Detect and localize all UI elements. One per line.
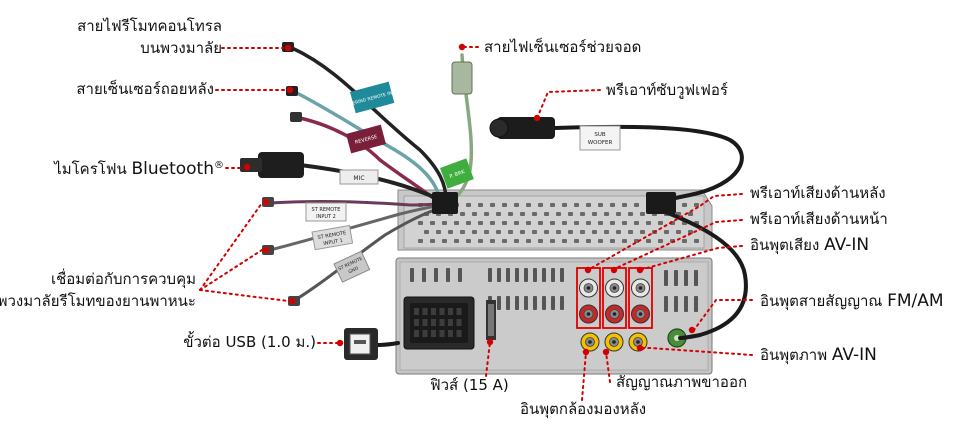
label-av-in-audio-en: AV-IN bbox=[824, 235, 870, 255]
rca-jack-icon bbox=[604, 332, 624, 352]
tag-sub-woofer-2: WOOFER bbox=[588, 140, 613, 146]
label-mic-prefix: ไมโครโฟน bbox=[54, 160, 132, 178]
label-steering-connect-2: พวงมาลัยรีโมทของยานพาหนะ bbox=[0, 292, 196, 310]
label-sub-preout: พรีเอาท์ซับวูฟเฟอร์ bbox=[606, 81, 728, 99]
label-reverse-sensor: สายเซ็นเซอร์ถอยหลัง bbox=[76, 80, 214, 98]
leader-endpoints bbox=[243, 43, 696, 356]
usb-connector-icon bbox=[344, 328, 378, 360]
label-usb: ขั้วต่อ USB (1.0 ม.) bbox=[183, 333, 316, 351]
label-mic-reg: ® bbox=[214, 160, 224, 171]
tag-reverse: REVERSE bbox=[354, 134, 378, 146]
tag-st-remote-1-b: INPUT 1 bbox=[323, 238, 343, 247]
tag-st-remote-2-b: INPUT 2 bbox=[316, 214, 336, 220]
label-av-in-video-prefix: อินพุตภาพ bbox=[760, 346, 832, 364]
label-fm-am: อินพุตสายสัญญาณ FM/AM bbox=[760, 292, 944, 310]
tag-st-remote-2-a: ST REMOTE bbox=[312, 207, 341, 213]
rca-jack-icon bbox=[631, 278, 650, 298]
rca-cluster bbox=[576, 267, 653, 352]
tag-mic: MIC bbox=[353, 175, 364, 182]
label-mic-brand: Bluetooth bbox=[131, 159, 214, 179]
rca-jack-icon bbox=[579, 278, 598, 298]
label-fm-am-en: FM/AM bbox=[887, 291, 944, 311]
label-steering-remote-2: บนพวงมาลัย bbox=[140, 39, 222, 57]
label-av-in-audio: อินพุตเสียง AV-IN bbox=[750, 236, 869, 254]
tag-parking: P. BRK bbox=[449, 169, 466, 180]
rca-jack-icon bbox=[605, 304, 624, 324]
leader-lines bbox=[199, 46, 753, 401]
iso-connector-icon bbox=[403, 296, 475, 350]
unit-top-chassis bbox=[397, 189, 713, 251]
label-video-out: สัญญาณภาพขาออก bbox=[616, 373, 748, 391]
tag-st-remote-gnd-b: GND bbox=[348, 265, 360, 275]
fuse bbox=[486, 300, 496, 340]
tag-sub-woofer-1: SUB bbox=[594, 132, 606, 138]
label-av-in-video: อินพุตภาพ AV-IN bbox=[760, 346, 877, 364]
rca-jack-icon bbox=[628, 332, 648, 352]
wire-tags: STEERING REMOTE INPUT REVERSE P. BRK MIC… bbox=[305, 81, 621, 283]
label-steering-remote-1: สายไฟรีโมทคอนโทรล bbox=[77, 17, 222, 35]
label-rear-preout: พรีเอาท์เสียงด้านหลัง bbox=[750, 184, 886, 202]
label-fm-am-prefix: อินพุตสายสัญญาณ bbox=[760, 292, 888, 310]
rca-jack-icon bbox=[631, 304, 650, 324]
label-av-in-video-en: AV-IN bbox=[831, 345, 877, 365]
rca-jack-icon bbox=[579, 304, 598, 324]
label-steering-connect-1: เชื่อมต่อกับการควบคุม bbox=[50, 270, 196, 288]
label-parking-sensor: สายไฟเซ็นเซอร์ช่วยจอด bbox=[484, 38, 642, 56]
label-front-preout: พรีเอาท์เสียงด้านหน้า bbox=[750, 210, 888, 228]
rca-jack-icon bbox=[580, 332, 600, 352]
label-rear-camera: อินพุตกล้องมองหลัง bbox=[520, 400, 647, 418]
rca-jack-icon bbox=[605, 278, 624, 298]
label-mic-bluetooth: ไมโครโฟน Bluetooth® bbox=[54, 157, 224, 178]
label-av-in-audio-prefix: อินพุตเสียง bbox=[750, 236, 825, 254]
label-fuse: ฟิวส์ (15 A) bbox=[430, 376, 509, 394]
tag-st-remote-1-a: ST REMOTE bbox=[317, 230, 347, 241]
cables bbox=[268, 46, 748, 347]
